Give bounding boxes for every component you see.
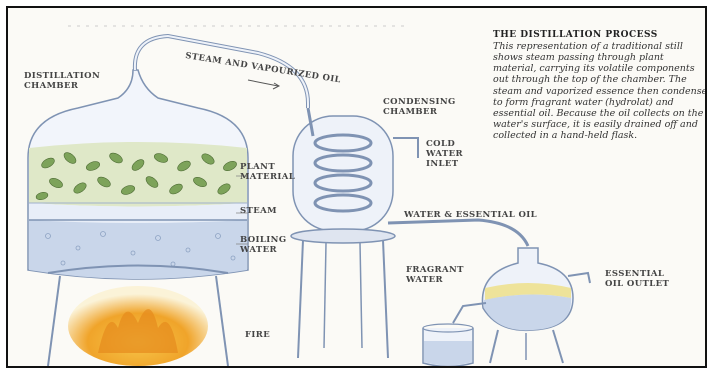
description-body: This representation of a traditional sti… [493, 41, 707, 140]
condensing-chamber [291, 108, 418, 358]
description-panel: THE DISTILLATION PROCESS This representa… [493, 30, 707, 141]
fragrant-water-beaker [423, 324, 473, 367]
label-fragrant-water: FRAGRANT WATER [406, 266, 464, 286]
distillation-chamber [28, 70, 248, 279]
label-essential-oil-outlet: ESSENTIAL OIL OUTLET [605, 270, 669, 290]
label-fire: FIRE [245, 331, 270, 341]
label-boiling-water: BOILING WATER [240, 236, 287, 256]
label-water-essential-oil: WATER & ESSENTIAL OIL [404, 211, 537, 221]
diagram-frame: DISTILLATION CHAMBER STEAM AND VAPOURIZE… [6, 6, 707, 368]
fire-stand [48, 266, 228, 367]
description-title: THE DISTILLATION PROCESS [493, 30, 707, 40]
label-plant-material: PLANT MATERIAL [240, 163, 295, 183]
condensate-pipe [388, 220, 528, 246]
label-steam: STEAM [240, 207, 277, 217]
label-distillation-chamber: DISTILLATION CHAMBER [24, 72, 100, 92]
label-cold-water-inlet: COLD WATER INLET [426, 140, 463, 169]
steam-arrow [248, 80, 278, 86]
label-condensing-chamber: CONDENSING CHAMBER [383, 98, 456, 118]
